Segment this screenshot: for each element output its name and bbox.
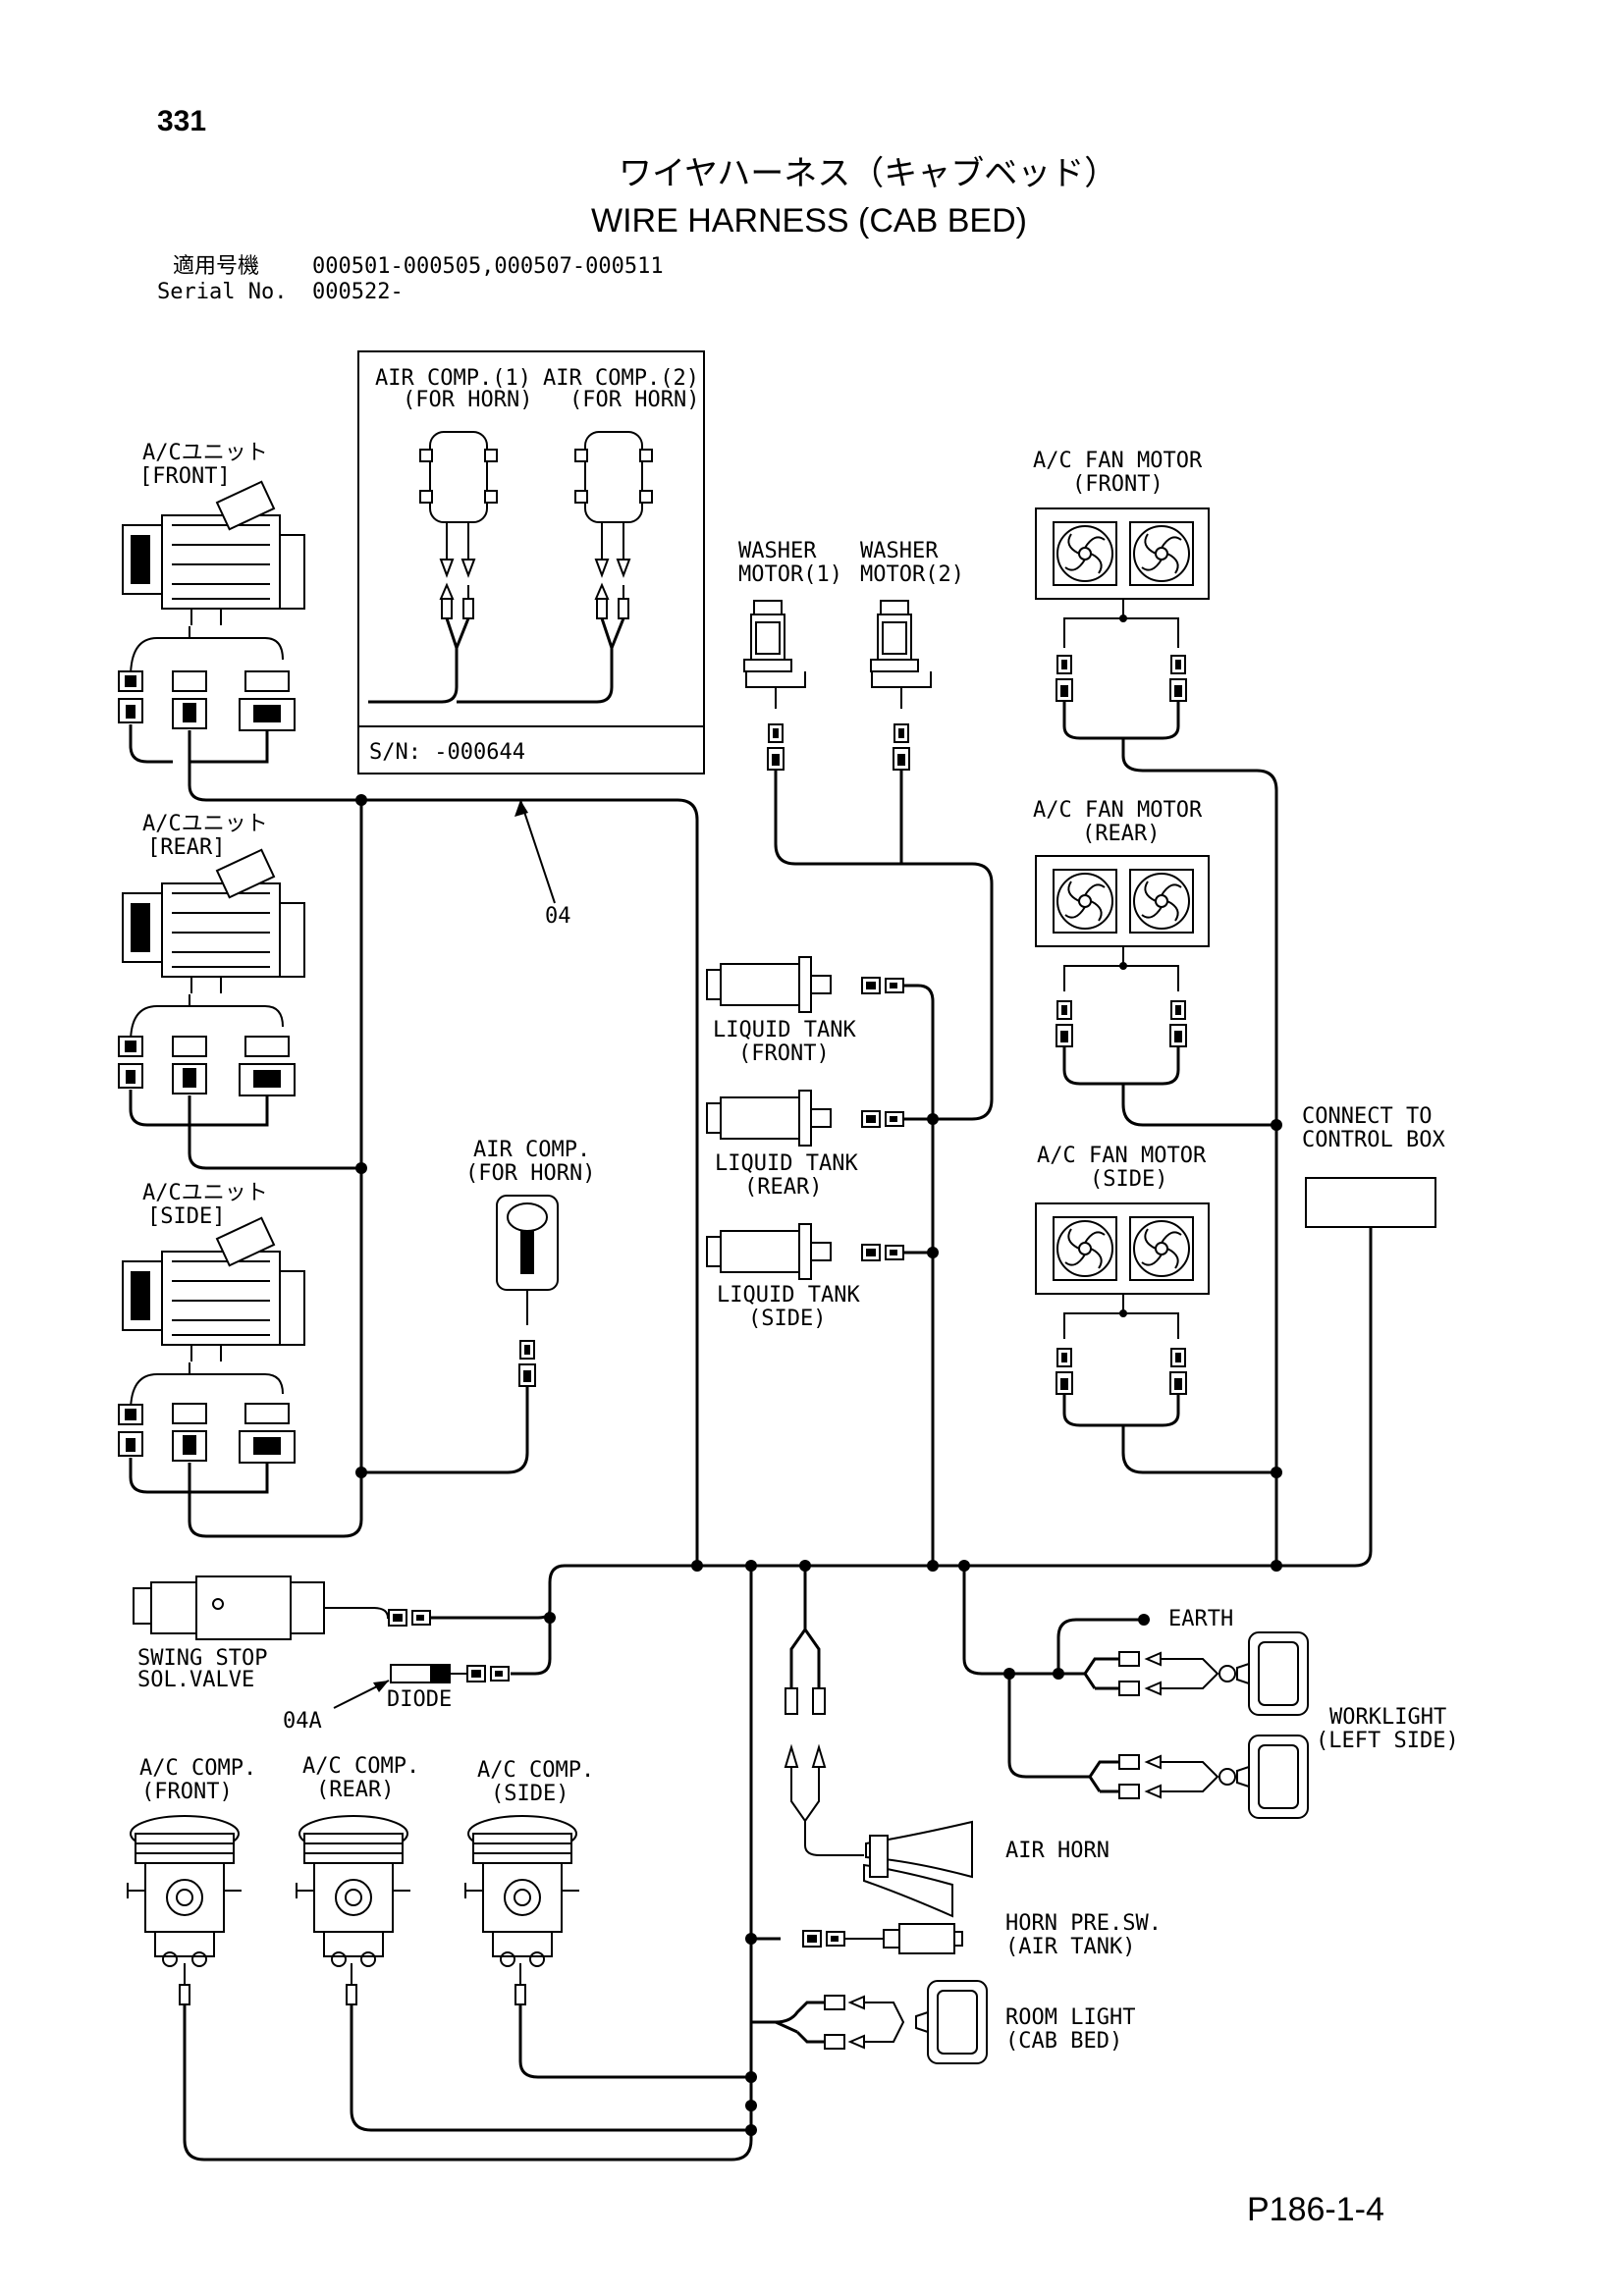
- diode: DIODE 04A: [283, 1618, 552, 1734]
- ac-comp-side: A/C COMP. (SIDE): [464, 1758, 751, 2079]
- fan-rear-sub: (REAR): [1082, 822, 1160, 846]
- connect-sub: CONTROL BOX: [1302, 1128, 1445, 1152]
- accomp-rear-sub: (REAR): [316, 1778, 394, 1802]
- washer-motor-2: WASHER MOTOR(2): [860, 539, 964, 864]
- worklight-sub: (LEFT SIDE): [1316, 1729, 1459, 1753]
- title-japanese: ワイヤハーネス（キャブベッド）: [619, 155, 1117, 192]
- tank-front-label: LIQUID TANK: [713, 1018, 856, 1042]
- fan-front-label: A/C FAN MOTOR: [1033, 449, 1203, 473]
- earth-label: EARTH: [1168, 1607, 1233, 1631]
- callout-04: 04: [545, 904, 571, 929]
- ac-unit-side-label: A/Cユニット: [142, 1181, 268, 1205]
- footer-code: P186-1-4: [1247, 2191, 1384, 2228]
- callout-04a: 04A: [283, 1709, 322, 1734]
- tank-side-label: LIQUID TANK: [717, 1283, 860, 1308]
- washer1-sub: MOTOR(1): [738, 562, 842, 587]
- serial-label: Serial No.: [157, 280, 287, 304]
- ac-unit-front-label: A/Cユニット: [142, 441, 268, 465]
- ac-unit-rear-sub: [REAR]: [147, 835, 225, 860]
- ac-unit-front: A/Cユニット [FRONT]: [118, 441, 361, 802]
- tank-rear-sub: (REAR): [744, 1175, 822, 1200]
- fan-side-sub: (SIDE): [1090, 1167, 1167, 1192]
- fan-side-label: A/C FAN MOTOR: [1037, 1144, 1207, 1168]
- washer2-sub: MOTOR(2): [860, 562, 964, 587]
- liquid-tank-rear: LIQUID TANK (REAR): [706, 1090, 933, 1200]
- tank-side-sub: (SIDE): [748, 1307, 826, 1331]
- applicable-label: 適用号機: [173, 254, 259, 279]
- ac-unit-side-sub: [SIDE]: [147, 1204, 225, 1229]
- ac-comp-rear: A/C COMP. (REAR): [296, 1754, 751, 2132]
- ac-fan-motor-side: A/C FAN MOTOR (SIDE): [1035, 1144, 1276, 1474]
- fan-rear-label: A/C FAN MOTOR: [1033, 798, 1203, 823]
- main-bus: [461, 1564, 1276, 1620]
- tank-rear-label: LIQUID TANK: [715, 1151, 858, 1176]
- liquid-tank-side: LIQUID TANK (SIDE): [706, 1223, 933, 1331]
- accomp-side-label: A/C COMP.: [477, 1758, 594, 1783]
- page-number: 331: [157, 105, 206, 137]
- washer2-label: WASHER: [860, 539, 939, 563]
- accomp-front-sub: (FRONT): [141, 1780, 233, 1804]
- diode-label: DIODE: [387, 1687, 452, 1712]
- ac-comp-front: A/C COMP. (FRONT): [127, 1756, 753, 2162]
- ac-unit-rear: A/Cユニット [REAR]: [118, 812, 361, 1170]
- air-horn-label: AIR HORN: [1005, 1839, 1110, 1863]
- inset-air-comp-2-icon: [457, 431, 653, 704]
- room-light-label: ROOM LIGHT: [1005, 2005, 1135, 2030]
- horn-pressure-switch: HORN PRE.SW. (AIR TANK): [751, 1911, 1162, 1959]
- connect-label: CONNECT TO: [1302, 1104, 1432, 1129]
- washer-motor-1: WASHER MOTOR(1): [738, 539, 994, 1121]
- horn-sw-sub: (AIR TANK): [1005, 1935, 1135, 1959]
- washer1-label: WASHER: [738, 539, 817, 563]
- ac-unit-rear-label: A/Cユニット: [142, 812, 268, 836]
- room-light-sub: (CAB BED): [1005, 2029, 1122, 2054]
- inset-comp1-label: AIR COMP.(1): [375, 366, 531, 391]
- main-harness-left: [361, 798, 699, 1566]
- accomp-rear-label: A/C COMP.: [302, 1754, 419, 1779]
- tank-front-sub: (FRONT): [738, 1041, 830, 1066]
- swing-label: SWING STOP: [137, 1646, 267, 1671]
- title-english: WIRE HARNESS (CAB BED): [591, 202, 1027, 240]
- inset-air-comp-box: AIR COMP.(1) (FOR HORN) AIR COMP.(2) (FO…: [357, 350, 705, 774]
- aircomp-horn-label: AIR COMP.: [473, 1138, 590, 1162]
- swing-stop-sol-valve: SWING STOP SOL.VALVE: [133, 1575, 461, 1692]
- worklight-label: WORKLIGHT: [1329, 1705, 1446, 1730]
- serial-value: 000522-: [312, 280, 404, 304]
- control-box: CONNECT TO CONTROL BOX: [1276, 1104, 1445, 1568]
- worklight-left-side: EARTH WORKLIGHT (LEFT SIDE): [962, 1566, 1459, 1819]
- accomp-side-sub: (SIDE): [491, 1782, 568, 1806]
- air-comp-for-horn: AIR COMP. (FOR HORN): [361, 1138, 595, 1474]
- air-horn: AIR HORN: [784, 1566, 1110, 1918]
- fan-front-sub: (FRONT): [1072, 472, 1164, 497]
- inset-serial-note: S/N: -000644: [369, 740, 525, 765]
- aircomp-horn-sub: (FOR HORN): [465, 1161, 595, 1186]
- applicable-value: 000501-000505,000507-000511: [312, 254, 664, 279]
- liquid-tank-front: LIQUID TANK (FRONT): [706, 956, 935, 1566]
- inset-comp2-sub: (FOR HORN): [569, 388, 699, 412]
- room-light: ROOM LIGHT (CAB BED): [751, 1980, 1135, 2064]
- accomp-front-label: A/C COMP.: [139, 1756, 256, 1781]
- inset-comp2-label: AIR COMP.(2): [543, 366, 699, 391]
- ac-fan-motor-front: A/C FAN MOTOR (FRONT): [1033, 449, 1278, 1566]
- ac-fan-motor-rear: A/C FAN MOTOR (REAR): [1033, 798, 1276, 1127]
- inset-comp1-sub: (FOR HORN): [403, 388, 532, 412]
- swing-sub: SOL.VALVE: [137, 1668, 254, 1692]
- ac-unit-front-sub: [FRONT]: [139, 464, 231, 489]
- inset-air-comp-1-icon: [368, 431, 498, 704]
- ac-unit-side: A/Cユニット [SIDE]: [118, 800, 363, 1538]
- horn-sw-label: HORN PRE.SW.: [1005, 1911, 1162, 1936]
